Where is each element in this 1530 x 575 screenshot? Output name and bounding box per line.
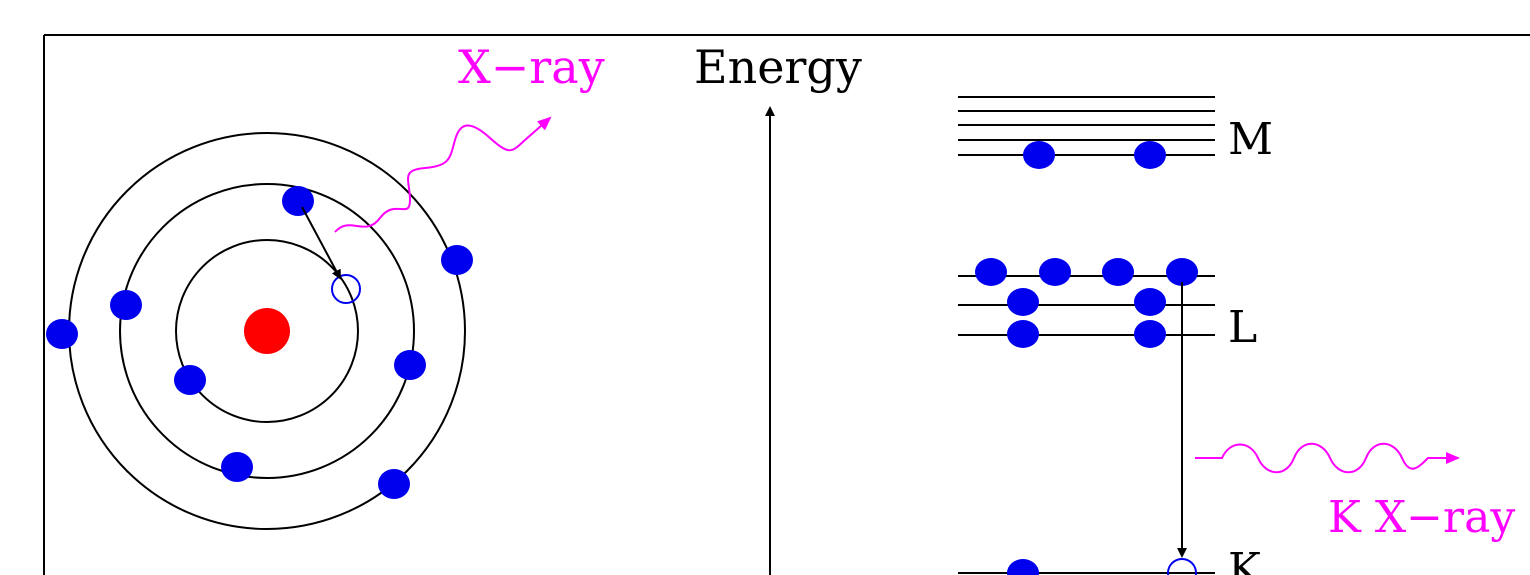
k-xray-photon-wave <box>1195 442 1460 474</box>
electron-transition-arrow <box>301 206 341 280</box>
electron <box>46 319 78 349</box>
electron <box>1134 141 1166 169</box>
electron <box>1023 141 1055 169</box>
nucleus <box>244 308 290 354</box>
electron <box>378 469 410 499</box>
electron <box>1134 320 1166 348</box>
vacancy-hole <box>1167 558 1197 575</box>
electron <box>1166 258 1198 286</box>
shell-k-label: K <box>1228 544 1261 575</box>
atom-model <box>46 116 552 530</box>
orbit-l-ring <box>119 183 415 479</box>
electron <box>110 290 142 320</box>
electron <box>394 350 426 380</box>
electron <box>221 452 253 482</box>
energy-axis-label: Energy <box>694 40 862 94</box>
electron <box>174 365 206 395</box>
electron <box>441 245 473 275</box>
electron <box>1007 320 1039 348</box>
xray-label: X−ray <box>458 40 605 94</box>
shell-m-label: M <box>1228 114 1274 165</box>
electron <box>1007 559 1039 575</box>
electron <box>282 186 314 216</box>
electron <box>1039 258 1071 286</box>
electron <box>1007 288 1039 316</box>
k-xray-label: K X−ray <box>1328 492 1516 543</box>
electron <box>1102 258 1134 286</box>
electron <box>1134 288 1166 316</box>
emitted-photon-wave <box>334 116 552 233</box>
vacancy-hole <box>331 274 361 304</box>
orbit-k-ring <box>175 239 359 423</box>
electron <box>975 258 1007 286</box>
energy-level-diagram <box>958 96 1460 575</box>
shell-l-label: L <box>1228 302 1258 353</box>
